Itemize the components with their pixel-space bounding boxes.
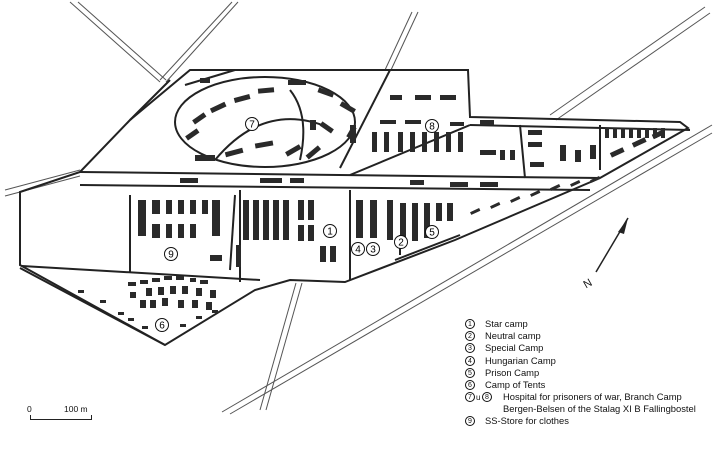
legend-item: 9 SS-Store for clothes <box>465 415 710 427</box>
legend-conjunction: u <box>476 393 481 403</box>
map-marker-number: 4 <box>355 245 361 256</box>
legend-label: Camp of Tents <box>485 378 546 390</box>
camp-outline <box>19 69 691 347</box>
scale-end: 100 m <box>64 404 88 414</box>
legend-number: 4 <box>465 355 475 366</box>
legend-number: 3 <box>465 343 475 354</box>
map-marker-number: 6 <box>159 321 165 332</box>
legend-item: 2 Neutral camp <box>465 330 710 342</box>
map-marker: 7 <box>245 117 259 131</box>
legend-item: 5 Prison Camp <box>465 367 710 379</box>
legend-item: 3 Special Camp <box>465 342 710 354</box>
north-arrow <box>595 217 629 273</box>
legend-item: 6 Camp of Tents <box>465 379 710 391</box>
legend-label: Hospital for prisoners of war, Branch Ca… <box>503 391 696 414</box>
map-marker: 1 <box>323 224 337 238</box>
map-marker-number: 2 <box>398 238 404 249</box>
buildings <box>78 78 665 329</box>
legend-item: 1 Star camp <box>465 318 710 330</box>
scale-bar-line <box>30 415 92 420</box>
map-marker-number: 5 <box>429 228 435 239</box>
legend-item: 4 Hungarian Camp <box>465 355 710 367</box>
legend-label: Star camp <box>485 318 528 329</box>
legend-label: Hungarian Camp <box>485 354 556 366</box>
map-marker: 8 <box>425 119 439 133</box>
legend-number: 2 <box>465 331 475 342</box>
map-marker-number: 7 <box>249 120 255 131</box>
map-marker: 5 <box>425 225 439 239</box>
map-marker: 9 <box>164 247 178 261</box>
legend-number: 9 <box>465 416 475 427</box>
legend-label: Prison Camp <box>485 366 540 378</box>
legend-number: 8 <box>482 392 492 403</box>
map-marker-number: 8 <box>429 122 435 133</box>
map-marker-number: 9 <box>168 250 174 261</box>
legend-label: Special Camp <box>485 342 544 354</box>
legend: 1 Star camp 2 Neutral camp 3 Special Camp 4 Hun… <box>465 318 710 427</box>
map-marker: 6 <box>155 318 169 332</box>
legend-label: Neutral camp <box>485 330 541 342</box>
roads <box>4 1 713 415</box>
hospital-track <box>174 76 356 168</box>
legend-number: 1 <box>465 319 475 329</box>
map-marker: 3 <box>366 242 380 256</box>
map-marker-number: 1 <box>327 227 333 238</box>
map-marker: 4 <box>351 242 365 256</box>
legend-number: 5 <box>465 367 475 378</box>
map-markers: 1 2 34 5 6 7 8 9 <box>155 117 439 332</box>
map-marker-number: 3 <box>370 245 376 256</box>
scale-start: 0 <box>27 404 32 414</box>
legend-label: SS-Store for clothes <box>485 415 569 427</box>
map-marker: 2 <box>394 235 408 249</box>
legend-number: 7 <box>465 392 475 403</box>
legend-number: 6 <box>465 379 475 390</box>
